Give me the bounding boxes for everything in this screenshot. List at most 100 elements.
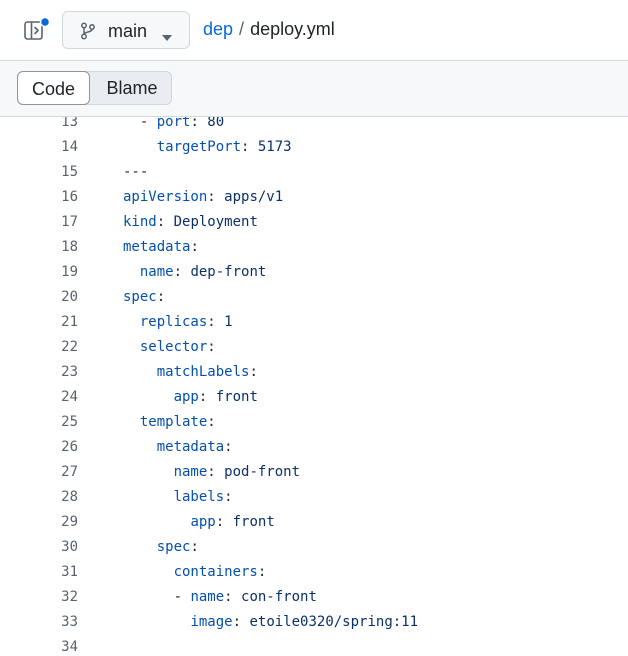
line-number[interactable]: 17 [61,214,78,230]
line-indent [123,264,140,280]
yaml-colon: : [173,264,183,280]
line-number[interactable]: 30 [61,539,78,555]
yaml-key: metadata [123,239,191,255]
yaml-key: image [190,614,233,630]
line-number[interactable]: 15 [61,164,78,180]
line-content: metadata: [123,235,199,260]
yaml-colon: : [249,364,258,380]
yaml-value: front [207,389,258,405]
file-header: main dep/deploy.yml [0,0,628,61]
line-indent [123,439,157,455]
line-indent [123,514,190,530]
chevron-down-icon [162,28,172,41]
yaml-key: name [190,589,225,605]
line-number[interactable]: 33 [61,614,78,630]
yaml-colon: : [257,564,267,580]
line-number[interactable]: 29 [61,514,78,530]
line-number[interactable]: 19 [61,264,78,280]
breadcrumb: dep/deploy.yml [203,19,335,40]
list-dash: - [139,117,157,130]
line-number[interactable]: 18 [61,239,78,255]
line-number[interactable]: 14 [61,139,78,155]
code-line: 32 - name: con-front [0,585,628,610]
line-content: - port: 80 [123,117,224,135]
code-line: 29 app: front [0,510,628,535]
yaml-key: replicas [139,314,208,330]
yaml-colon: : [224,489,233,505]
line-content: replicas: 1 [123,310,233,335]
code-line: 13 - port: 80 [0,117,628,135]
file-toolbar: Code Blame [0,61,628,117]
line-indent [123,364,157,380]
breadcrumb-repo-link[interactable]: dep [203,19,234,39]
line-content: spec: [123,535,199,560]
line-indent [123,539,157,555]
code-line: 33 image: etoile0320/spring:11 [0,610,628,635]
line-number[interactable]: 25 [61,414,78,430]
line-indent [123,314,140,330]
code-line: 25 template: [0,410,628,435]
line-number[interactable]: 23 [61,364,78,380]
yaml-value: front [224,514,275,530]
branch-name: main [108,21,148,41]
line-content: name: pod-front [123,460,300,485]
line-indent [123,564,174,580]
line-indent [123,117,140,130]
yaml-value: con-front [232,589,317,605]
code-view: 13 - port: 80 14 targetPort: 5173 15 --- 16 a… [0,117,628,656]
code-line: 34 [0,635,628,656]
line-number[interactable]: 13 [61,117,78,130]
line-number[interactable]: 24 [61,389,78,405]
yaml-colon: : [190,539,199,555]
line-content: targetPort: 5173 [123,135,292,160]
line-number[interactable]: 28 [61,489,78,505]
yaml-key: apiVersion [123,189,208,205]
code-line: 15 --- [0,160,628,185]
line-number[interactable]: 31 [61,564,78,580]
line-number[interactable]: 27 [61,464,78,480]
line-content: labels: [123,485,233,510]
branch-selector-button[interactable]: main [62,11,190,49]
line-number[interactable]: 22 [61,339,78,355]
yaml-key: spec [123,289,157,305]
line-number[interactable]: 34 [61,639,78,655]
expand-file-tree-icon[interactable] [24,16,51,42]
line-number[interactable]: 16 [61,189,78,205]
yaml-key: app [173,389,199,405]
yaml-value: dep-front [182,264,267,280]
line-number[interactable]: 21 [61,314,78,330]
yaml-value: 1 [215,314,233,330]
line-content: containers: [123,560,267,585]
code-line: 17 kind: Deployment [0,210,628,235]
yaml-colon: : [190,239,199,255]
line-indent [123,414,140,430]
yaml-value: etoile0320/spring:11 [241,614,419,630]
line-content: apiVersion: apps/v1 [123,185,283,210]
line-number[interactable]: 32 [61,589,78,605]
yaml-key: kind [123,214,157,230]
line-content: app: front [123,510,275,535]
tab-blame[interactable]: Blame [106,78,158,98]
line-number[interactable]: 26 [61,439,78,455]
yaml-colon: : [241,139,250,155]
line-number[interactable]: 20 [61,289,78,305]
yaml-colon: : [215,514,225,530]
line-indent [123,489,174,505]
line-indent [123,389,174,405]
code-line: 26 metadata: [0,435,628,460]
yaml-key: metadata [156,439,225,455]
yaml-colon: : [207,189,216,205]
line-content: --- [123,160,148,185]
line-indent [123,464,174,480]
line-content: image: etoile0320/spring:11 [123,610,418,635]
line-content: kind: Deployment [123,210,258,235]
line-content: - name: con-front [123,585,317,610]
line-content: template: [123,410,216,435]
code-line: 18 metadata: [0,235,628,260]
yaml-colon: : [207,339,216,355]
code-line: 21 replicas: 1 [0,310,628,335]
yaml-key: name [173,464,208,480]
tab-code[interactable]: Code [17,71,90,105]
line-content: metadata: [123,435,233,460]
code-line: 19 name: dep-front [0,260,628,285]
